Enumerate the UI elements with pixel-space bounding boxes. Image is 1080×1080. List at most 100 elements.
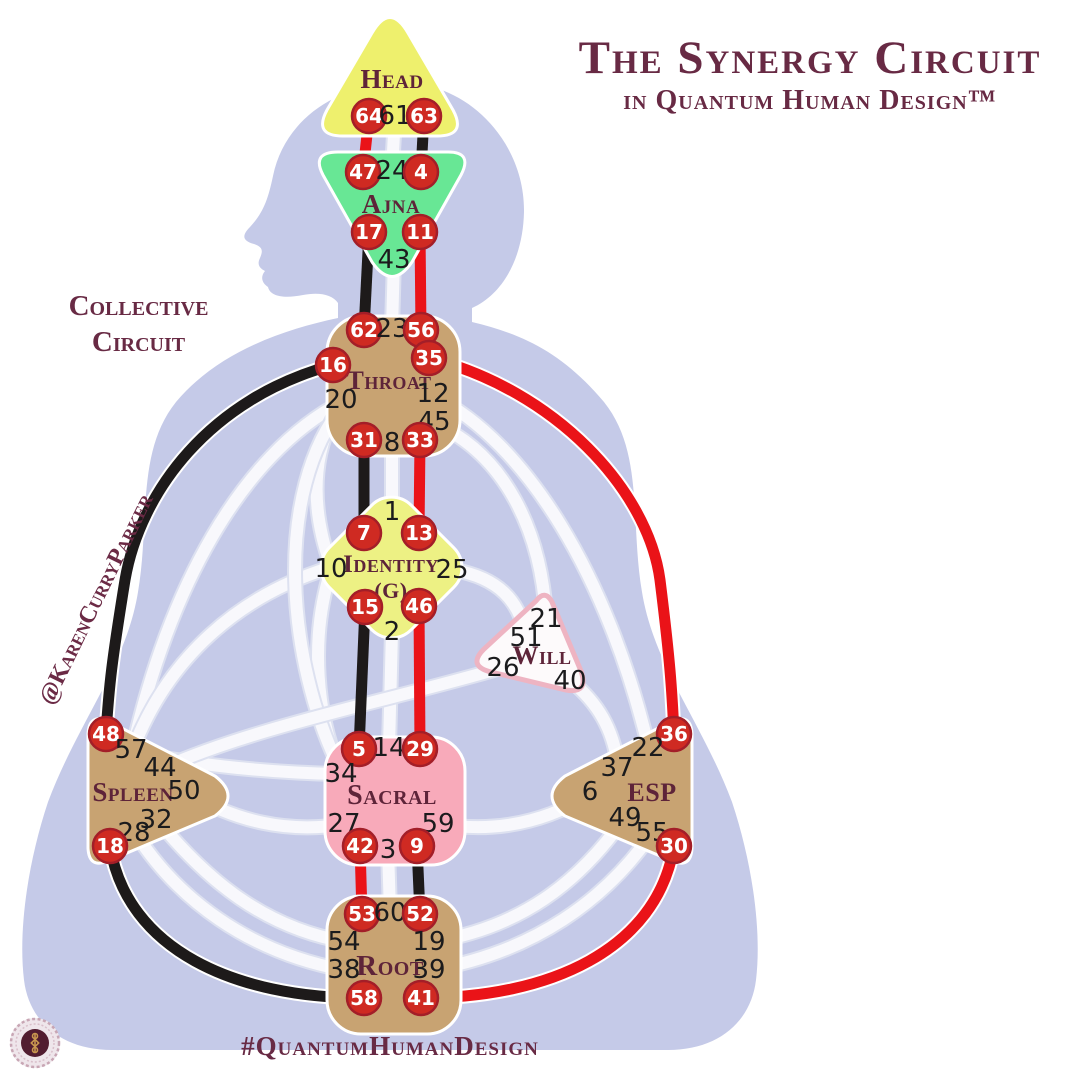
gate-58: 58 [345, 979, 383, 1017]
svg-text:64: 64 [355, 104, 383, 128]
gate-41: 41 [402, 979, 440, 1017]
svg-text:58: 58 [350, 986, 378, 1010]
gate-51: 51 [509, 623, 542, 653]
gate-48: 48 [87, 715, 125, 753]
page-title: The Synergy Circuit [578, 32, 1042, 84]
gate-8: 8 [384, 428, 401, 458]
svg-text:41: 41 [407, 986, 435, 1010]
gate-12: 12 [416, 379, 449, 409]
label-sacral: Sacral [347, 780, 437, 811]
gate-29: 29 [401, 730, 439, 768]
label-root: Root [356, 950, 424, 982]
gate-36: 36 [655, 715, 693, 753]
channel-2-14 [389, 631, 392, 747]
gate-11: 11 [401, 213, 439, 251]
brand-logo [9, 1017, 61, 1069]
svg-text:16: 16 [319, 353, 347, 377]
label-will: Will [512, 641, 571, 670]
label-head: Head [360, 64, 423, 94]
gate-62: 62 [345, 311, 383, 349]
svg-text:46: 46 [405, 594, 433, 618]
svg-text:29: 29 [406, 737, 434, 761]
circuit-type-label: Collective Circuit [36, 288, 241, 361]
gate-10: 10 [314, 554, 347, 584]
svg-text:30: 30 [660, 834, 688, 858]
gate-21: 21 [529, 604, 562, 634]
svg-text:4: 4 [414, 160, 428, 184]
center-will-shape [474, 592, 586, 694]
gate-22: 22 [631, 733, 664, 763]
svg-text:11: 11 [406, 220, 434, 244]
gate-56: 56 [402, 311, 440, 349]
gate-39: 39 [412, 955, 445, 985]
gate-52: 52 [401, 895, 439, 933]
gate-60: 60 [373, 898, 406, 928]
svg-text:52: 52 [406, 902, 434, 926]
svg-text:17: 17 [355, 220, 383, 244]
gate-16: 16 [314, 346, 352, 384]
svg-text:63: 63 [410, 104, 438, 128]
gate-63: 63 [405, 97, 443, 135]
gate-34: 34 [324, 759, 357, 789]
gate-1: 1 [384, 497, 401, 527]
svg-text:31: 31 [350, 428, 378, 452]
gate-46: 46 [400, 587, 438, 625]
gate-18: 18 [91, 827, 129, 865]
gate-49: 49 [608, 803, 641, 833]
gate-20: 20 [324, 385, 357, 415]
gate-19: 19 [412, 927, 445, 957]
gate-54: 54 [327, 927, 360, 957]
gate-33: 33 [401, 421, 439, 459]
gate-26: 26 [486, 653, 519, 683]
gate-31: 31 [345, 421, 383, 459]
gate-64: 64 [350, 97, 388, 135]
svg-text:48: 48 [92, 722, 120, 746]
gate-50: 50 [167, 776, 200, 806]
logo-bodygraph-icon [30, 1032, 40, 1054]
gate-15: 15 [346, 588, 384, 626]
gate-6: 6 [582, 777, 599, 807]
gate-37: 37 [600, 753, 633, 783]
gate-25: 25 [435, 555, 468, 585]
svg-text:47: 47 [349, 160, 377, 184]
svg-text:42: 42 [346, 834, 374, 858]
svg-text:5: 5 [352, 737, 366, 761]
title-block: The Synergy Circuit in Quantum Human Des… [540, 32, 1080, 117]
gate-57: 57 [114, 735, 147, 765]
channel-46-29 [419, 606, 420, 749]
svg-text:18: 18 [96, 834, 124, 858]
page-subtitle: in Quantum Human Design™ [623, 85, 997, 117]
gate-47: 47 [344, 153, 382, 191]
svg-text:13: 13 [405, 521, 433, 545]
gate-40: 40 [553, 666, 586, 696]
gate-38: 38 [327, 955, 360, 985]
svg-text:53: 53 [348, 902, 376, 926]
gate-4: 4 [402, 153, 440, 191]
gate-3: 3 [380, 835, 397, 865]
label-identity: Identity [343, 551, 439, 578]
svg-text:33: 33 [406, 428, 434, 452]
svg-text:36: 36 [660, 722, 688, 746]
svg-text:9: 9 [410, 834, 424, 858]
gate-13: 13 [400, 514, 438, 552]
gate-43: 43 [377, 245, 410, 275]
channel-15-5 [359, 607, 365, 749]
svg-text:35: 35 [415, 346, 443, 370]
gate-9: 9 [398, 827, 436, 865]
gate-32: 32 [139, 805, 172, 835]
gate-44: 44 [143, 753, 176, 783]
svg-text:15: 15 [351, 595, 379, 619]
gate-14: 14 [372, 733, 405, 763]
gate-42: 42 [341, 827, 379, 865]
svg-text:56: 56 [407, 318, 435, 342]
circuit-type-line1: Collective [68, 290, 209, 322]
gate-17: 17 [350, 213, 388, 251]
label-spleen: Spleen [92, 777, 173, 807]
gate-30: 30 [655, 827, 693, 865]
gate-53: 53 [343, 895, 381, 933]
gate-7: 7 [345, 514, 383, 552]
svg-text:7: 7 [357, 521, 371, 545]
label-esp: ESP [627, 778, 676, 807]
